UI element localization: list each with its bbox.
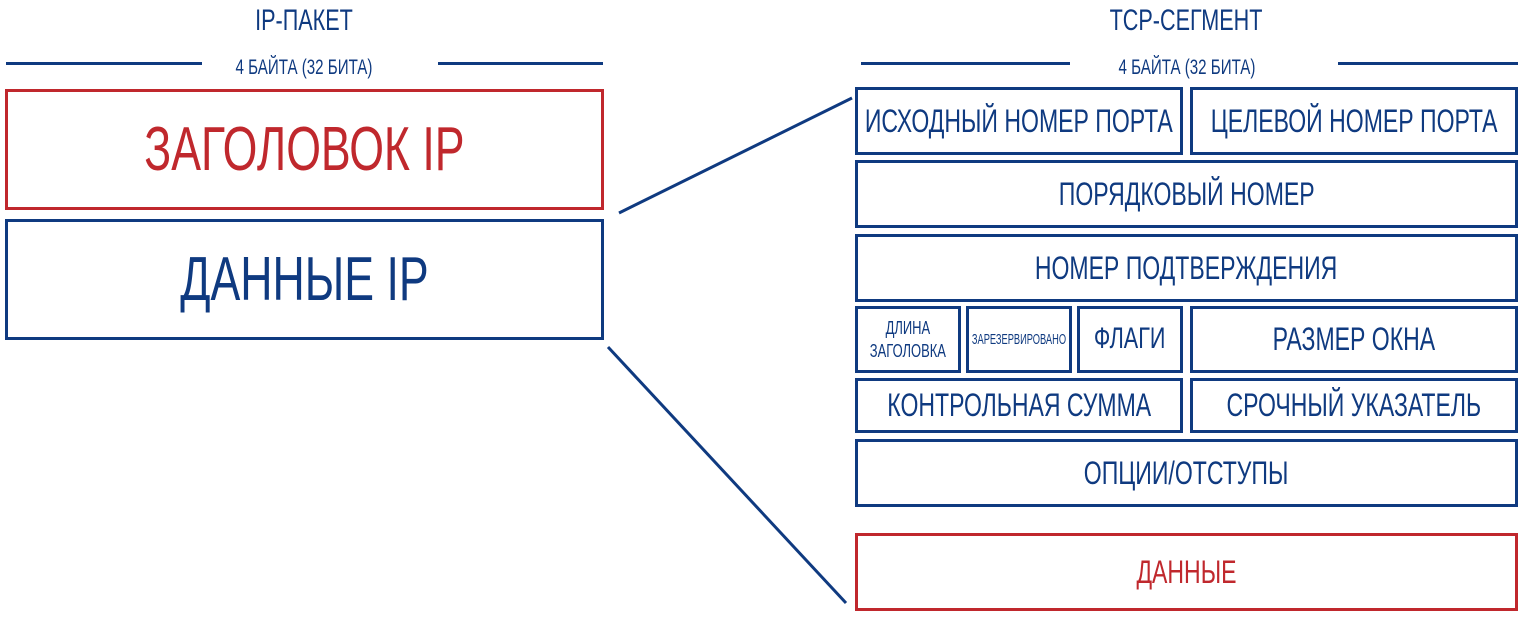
tcp-reserved-field: ЗАРЕЗЕРВИРОВАНО [966,306,1072,373]
tcp-source-port-field: ИСХОДНЫЙ НОМЕР ПОРТА [855,87,1183,155]
tcp-width-rule-right [1338,62,1518,65]
tcp-window-size-field: РАЗМЕР ОКНА [1190,306,1518,373]
tcp-dest-port-label: ЦЕЛЕВОЙ НОМЕР ПОРТА [1210,102,1498,139]
tcp-flags-field: ФЛАГИ [1077,306,1183,373]
tcp-header-length-line1: ДЛИНА [885,318,931,338]
tcp-ack-number-field: НОМЕР ПОДТВЕРЖДЕНИЯ [855,234,1518,302]
tcp-reserved-label: ЗАРЕЗЕРВИРОВАНО [971,330,1067,348]
ip-width-rule-right [438,62,603,65]
tcp-header-length-line2: ЗАГОЛОВКА [869,340,947,361]
tcp-options-padding-label: ОПЦИИ/ОТСТУПЫ [1084,454,1289,491]
tcp-sequence-number-field: ПОРЯДКОВЫЙ НОМЕР [855,160,1518,228]
tcp-flags-label: ФЛАГИ [1094,322,1166,356]
tcp-options-padding-field: ОПЦИИ/ОТСТУПЫ [855,439,1518,507]
tcp-urgent-pointer-field: СРОЧНЫЙ УКАЗАТЕЛЬ [1190,378,1518,433]
ip-data-box: ДАННЫЕ IP [5,219,604,340]
ip-width-label: 4 БАЙТА (32 БИТА) [235,56,373,79]
tcp-checksum-label: КОНТРОЛЬНАЯ СУММА [887,387,1151,424]
ip-header-label: ЗАГОЛОВОК IP [144,114,465,184]
tcp-ack-number-label: НОМЕР ПОДТВЕРЖДЕНИЯ [1035,249,1338,286]
ip-width-rule-left [6,62,202,65]
tcp-header-length-label: ДЛИНА ЗАГОЛОВКА [870,317,946,362]
ip-header-box: ЗАГОЛОВОК IP [5,89,604,210]
tcp-urgent-pointer-label: СРОЧНЫЙ УКАЗАТЕЛЬ [1226,387,1482,424]
tcp-dest-port-field: ЦЕЛЕВОЙ НОМЕР ПОРТА [1190,87,1518,155]
tcp-source-port-label: ИСХОДНЫЙ НОМЕР ПОРТА [865,102,1173,139]
tcp-sequence-number-label: ПОРЯДКОВЫЙ НОМЕР [1058,175,1315,212]
ip-packet-title: IP-ПАКЕТ [255,4,353,37]
connector-line-bottom [606,345,848,605]
connector-line-top [618,96,853,215]
tcp-width-rule-left [861,62,1070,65]
tcp-window-size-label: РАЗМЕР ОКНА [1272,321,1436,358]
tcp-data-label: ДАННЫЕ [1136,553,1237,590]
tcp-data-box: ДАННЫЕ [855,533,1518,611]
tcp-header-length-field: ДЛИНА ЗАГОЛОВКА [855,306,961,373]
tcp-width-label: 4 БАЙТА (32 БИТА) [1118,56,1256,79]
tcp-segment-title: TCP-СЕГМЕНТ [1109,4,1263,37]
tcp-checksum-field: КОНТРОЛЬНАЯ СУММА [855,378,1183,433]
ip-data-label: ДАННЫЕ IP [180,244,429,314]
